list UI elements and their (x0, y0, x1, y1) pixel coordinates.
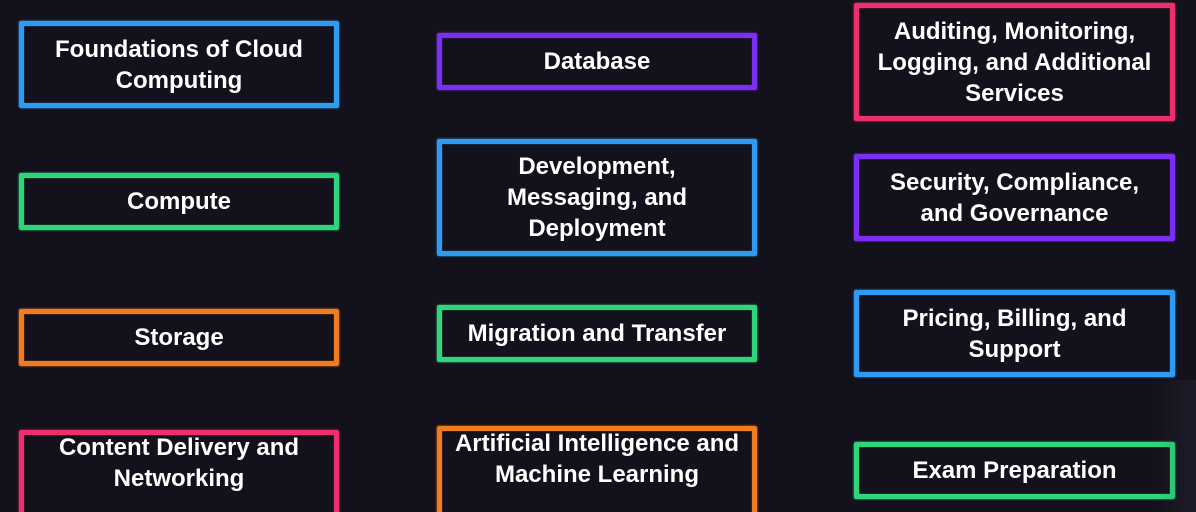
topic-label: Auditing, Monitoring, Logging, and Addit… (877, 17, 1152, 107)
topic-artificial-intelligence-and-machine-learning: Artificial Intelligence and Machine Lear… (437, 426, 757, 512)
topic-security-compliance-and-governance: Security, Compliance, and Governance (854, 154, 1175, 241)
topic-exam-preparation: Exam Preparation (854, 442, 1175, 499)
topic-label: Storage (134, 324, 224, 351)
topic-label: Database (543, 48, 651, 75)
topic-content-delivery-and-networking: Content Delivery and Networking (19, 430, 339, 512)
topic-label: Migration and Transfer (467, 320, 727, 347)
topic-label: Foundations of Cloud Computing (55, 35, 303, 94)
topic-compute: Compute (19, 173, 339, 230)
topic-auditing-monitoring-logging-and-additional-services: Auditing, Monitoring, Logging, and Addit… (854, 3, 1175, 121)
topic-label: Development, Messaging, and Deployment (506, 153, 688, 242)
topic-label: Pricing, Billing, and Support (902, 304, 1127, 363)
topic-label: Content Delivery and Networking (58, 433, 300, 492)
topic-storage: Storage (19, 309, 339, 366)
topic-label: Security, Compliance, and Governance (890, 168, 1139, 227)
topic-label: Exam Preparation (912, 457, 1117, 484)
topic-label: Compute (127, 188, 231, 215)
topic-migration-and-transfer: Migration and Transfer (437, 305, 757, 362)
topic-development-messaging-and-deployment: Development, Messaging, and Deployment (437, 139, 757, 256)
topic-pricing-billing-and-support: Pricing, Billing, and Support (854, 290, 1175, 377)
topic-database: Database (437, 33, 757, 90)
topic-foundations-of-cloud-computing: Foundations of Cloud Computing (19, 21, 339, 108)
topic-label: Artificial Intelligence and Machine Lear… (454, 429, 740, 488)
